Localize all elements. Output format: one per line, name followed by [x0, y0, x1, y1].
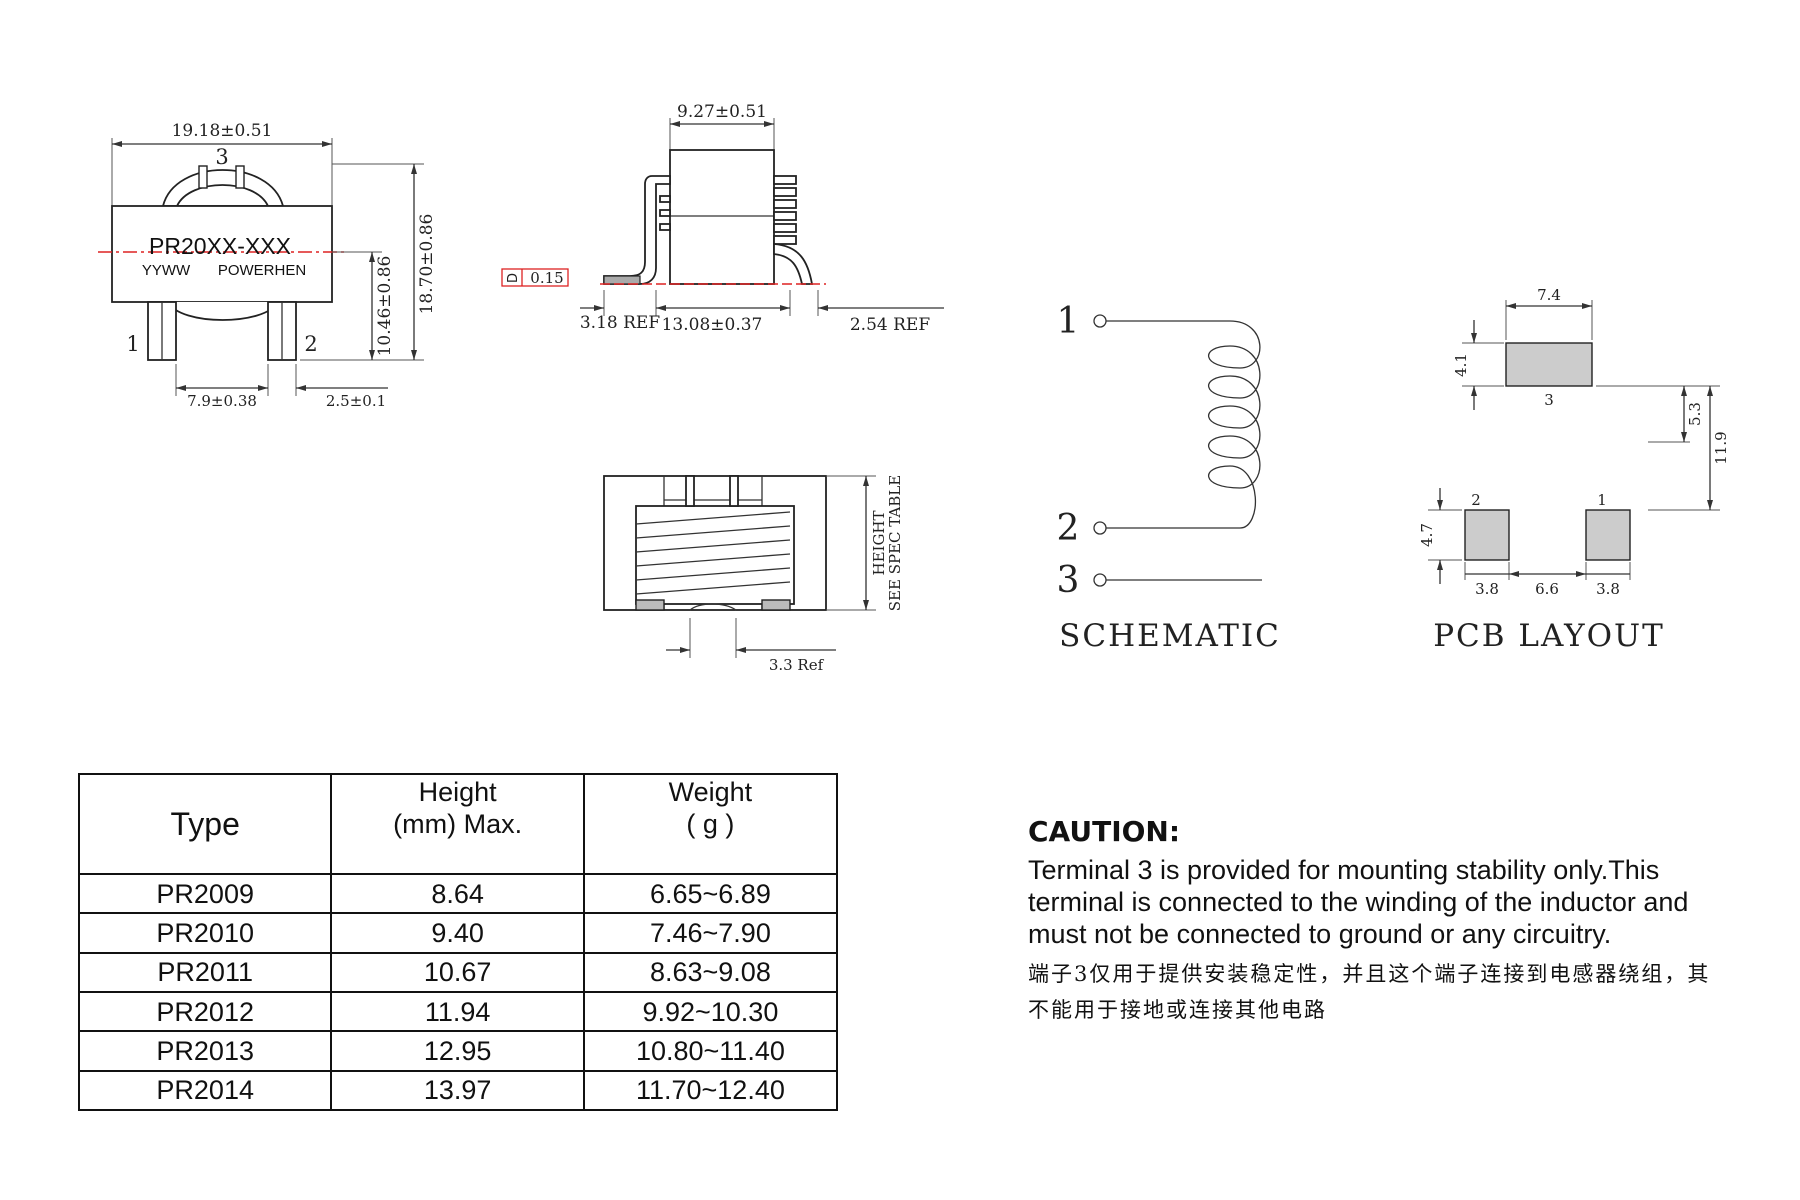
cell-weight: 11.70~12.40 — [582, 1069, 839, 1112]
table-row: PR2013 12.95 10.80~11.40 — [77, 1030, 839, 1072]
table-row: PR2010 9.40 7.46~7.90 — [77, 912, 839, 954]
pad-gap-label: 6.6 — [1535, 580, 1559, 598]
pad-2-label: 2 — [1471, 491, 1481, 509]
caution-title: CAUTION: — [1028, 815, 1181, 848]
pad-width-dim-label: 2.5±0.1 — [326, 392, 386, 410]
table-row: PR2011 10.67 8.63~9.08 — [77, 951, 839, 993]
caution-text-en: Terminal 3 is provided for mounting stab… — [1028, 855, 1689, 949]
bottom-pad-height-label: 4.7 — [1418, 523, 1436, 547]
height-note: SEE SPEC TABLE — [886, 475, 904, 611]
pad-width-left-label: 3.8 — [1475, 580, 1499, 598]
pcb-layout: 3 7.4 4.1 5.3 11.9 2 1 — [1418, 286, 1730, 654]
cell-weight: 9.92~10.30 — [582, 990, 839, 1033]
pcb-layout-title: PCB LAYOUT — [1433, 618, 1665, 654]
pin-2-label: 2 — [304, 332, 317, 356]
schematic-pin-1: 1 — [1057, 301, 1080, 342]
top-pad-height-label: 4.1 — [1452, 353, 1470, 377]
schematic: 1 2 3 SCHEMATIC — [1057, 301, 1281, 654]
schematic-title: SCHEMATIC — [1059, 618, 1281, 654]
pad-width-right-label: 3.8 — [1596, 580, 1620, 598]
cell-type: PR2014 — [77, 1069, 333, 1112]
cell-height: 9.40 — [330, 912, 585, 954]
pin-3-label: 3 — [215, 145, 228, 169]
table-row: PR2014 13.97 11.70~12.40 — [77, 1069, 839, 1112]
cell-type: PR2013 — [77, 1030, 333, 1072]
header-weight: Weight ( g ) — [582, 773, 839, 875]
top-view: 19.18±0.51 3 PR20XX-XXX YYWW POWERHEN 1 … — [98, 121, 437, 410]
cell-weight: 10.80~11.40 — [582, 1030, 839, 1072]
offset-dim-label: 5.3 — [1686, 402, 1704, 426]
pad-2 — [1464, 509, 1510, 561]
span-dim-label: 13.08±0.37 — [662, 315, 763, 335]
height-dim-label: 18.70±0.86 — [417, 214, 437, 315]
pad-1 — [1585, 509, 1631, 561]
spec-table: Type Height (mm) Max. Weight ( g ) PR200… — [77, 773, 839, 1112]
cell-height: 10.67 — [330, 951, 585, 993]
cell-height: 8.64 — [330, 872, 585, 915]
cell-weight: 7.46~7.90 — [582, 912, 839, 954]
marking-date-code: YYWW — [142, 262, 191, 279]
terminal-3-circle — [1093, 573, 1107, 587]
inductor-coil — [1208, 320, 1261, 529]
header-height-line1: Height — [418, 777, 497, 807]
schematic-pin-2: 2 — [1057, 508, 1080, 549]
ref-dim-label: 3.3 Ref — [769, 656, 825, 674]
header-type: Type — [77, 773, 333, 875]
coplanarity-symbol: D — [506, 273, 521, 283]
table-row: PR2009 8.64 6.65~6.89 — [77, 872, 839, 915]
front-view: HEIGHT SEE SPEC TABLE 3.3 Ref — [603, 475, 904, 674]
marking-brand: POWERHEN — [218, 262, 306, 279]
caution-text-zh: 端子3仅用于提供安装稳定性，并且这个端子连接到电感器绕组，其不能用于接地或连接其… — [1028, 962, 1711, 1022]
left-ref-label: 3.18 REF — [580, 313, 660, 333]
header-weight-line2: ( g ) — [686, 809, 735, 839]
top-pad-width-label: 7.4 — [1537, 286, 1561, 304]
pad-3-label: 3 — [1544, 391, 1554, 409]
cell-weight: 8.63~9.08 — [582, 951, 839, 993]
header-height-line2: (mm) Max. — [393, 809, 523, 839]
center-height-dim-label: 10.46±0.86 — [375, 256, 395, 357]
pad-1-label: 1 — [1597, 491, 1607, 509]
cell-type: PR2009 — [77, 872, 333, 915]
pad-spacing-dim-label: 7.9±0.38 — [187, 392, 257, 410]
pin-1-label: 1 — [126, 332, 139, 356]
table-row: PR2012 11.94 9.92~10.30 — [77, 990, 839, 1033]
coplanarity-value: 0.15 — [530, 269, 563, 287]
cell-type: PR2010 — [77, 912, 333, 954]
right-ref-label: 2.54 REF — [850, 315, 930, 335]
cell-height: 13.97 — [330, 1069, 585, 1112]
caution-note: CAUTION: Terminal 3 is provided for moun… — [1028, 815, 1728, 1028]
height-label: HEIGHT — [870, 510, 888, 575]
schematic-pin-3: 3 — [1057, 560, 1080, 601]
side-width-dim-label: 9.27±0.51 — [677, 102, 767, 122]
marking-line1: PR20XX-XXX — [149, 233, 291, 259]
cell-type: PR2012 — [77, 990, 333, 1033]
pad-3 — [1505, 342, 1593, 387]
terminal-1-circle — [1093, 314, 1107, 328]
cell-height: 12.95 — [330, 1030, 585, 1072]
cell-type: PR2011 — [77, 951, 333, 993]
terminal-2-circle — [1093, 521, 1107, 535]
width-dim-label: 19.18±0.51 — [172, 121, 273, 141]
header-weight-line1: Weight — [668, 777, 753, 807]
cell-height: 11.94 — [330, 990, 585, 1033]
total-dim-label: 11.9 — [1712, 431, 1730, 464]
side-view: 9.27±0.51 D 0.15 — [501, 102, 944, 335]
table-header-row: Type Height (mm) Max. Weight ( g ) — [77, 773, 839, 875]
cell-weight: 6.65~6.89 — [582, 872, 839, 915]
header-height: Height (mm) Max. — [330, 773, 585, 875]
